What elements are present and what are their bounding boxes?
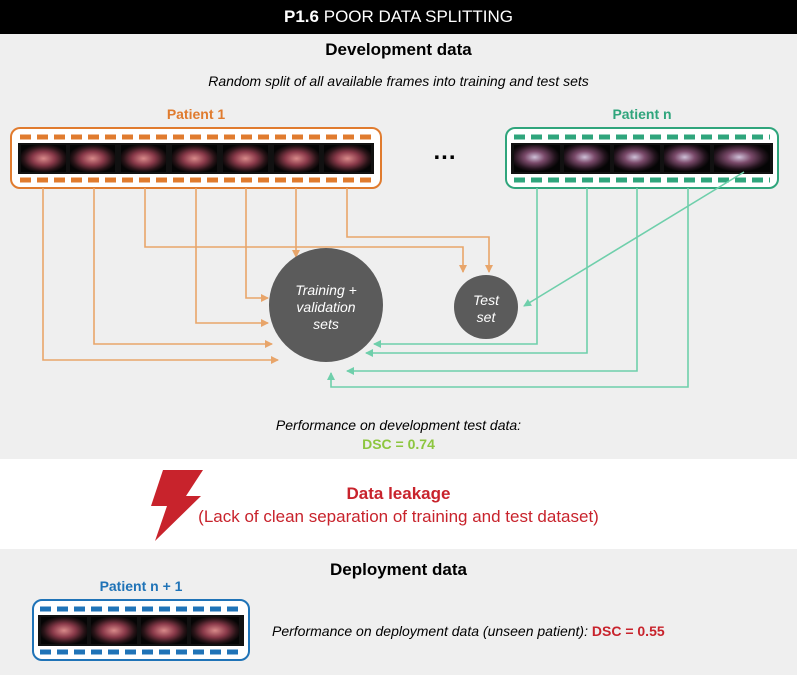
frame-thumbnail: [172, 145, 217, 172]
leakage-title: Data leakage: [346, 484, 451, 503]
page-header: P1.6 POOR DATA SPLITTING: [0, 0, 797, 34]
training-set-label: Training + validation sets: [295, 282, 357, 332]
frame-thumbnail: [714, 145, 770, 172]
patient1-filmstrip: [10, 127, 382, 189]
frame-thumbnail: [664, 145, 710, 172]
patientn-arrows: [327, 171, 745, 388]
frame-thumbnail: [324, 145, 371, 172]
patient-new-filmstrip: [32, 599, 250, 661]
frame-thumbnail: [514, 145, 560, 172]
frame-thumbnail: [141, 617, 187, 644]
development-title: Development data: [325, 40, 472, 59]
deployment-patient-label: Patient n + 1: [99, 578, 183, 594]
deployment-title: Deployment data: [330, 560, 467, 579]
patientn-label: Patient n: [612, 106, 672, 122]
test-set-circle: [454, 275, 518, 339]
training-set-circle: [269, 248, 383, 362]
frame-thumbnail: [223, 145, 268, 172]
deployment-performance: Performance on deployment data (unseen p…: [272, 623, 665, 639]
frame-thumbnail: [121, 145, 166, 172]
patientn-filmstrip: [505, 127, 779, 189]
frame-thumbnail: [70, 145, 115, 172]
deployment-dsc-value: DSC = 0.55: [591, 623, 665, 639]
header-code: P1.6: [284, 7, 319, 26]
frame-thumbnail: [91, 617, 137, 644]
frame-thumbnail: [21, 145, 66, 172]
test-set-label: Test set: [473, 292, 499, 325]
frame-thumbnail: [614, 145, 660, 172]
frame-thumbnail: [564, 145, 610, 172]
lightning-bolt-icon: [151, 470, 203, 541]
frame-thumbnail: [274, 145, 319, 172]
patient1-arrows: [42, 188, 493, 364]
ellipsis-label: ...: [433, 138, 457, 165]
development-dsc-value: DSC = 0.74: [362, 436, 435, 452]
header-title: POOR DATA SPLITTING: [323, 7, 513, 26]
patient1-label: Patient 1: [166, 106, 226, 122]
development-performance-label: Performance on development test data:: [275, 417, 522, 433]
frame-thumbnail: [41, 617, 87, 644]
frame-thumbnail: [191, 617, 239, 644]
deployment-performance-label: Performance on deployment data (unseen p…: [272, 623, 588, 639]
development-subtitle: Random split of all available frames int…: [208, 73, 589, 89]
leakage-subtitle: (Lack of clean separation of training an…: [198, 507, 599, 526]
